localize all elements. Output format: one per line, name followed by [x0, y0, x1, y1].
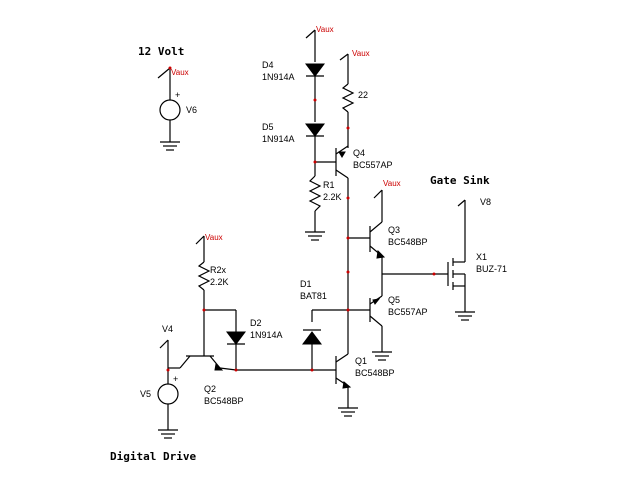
d5-value: 1N914A: [262, 134, 295, 144]
d5-ref: D5: [262, 122, 274, 132]
d4-value: 1N914A: [262, 72, 295, 82]
x1-ref: X1: [476, 252, 487, 262]
vaux-label-d4: Vaux: [316, 25, 334, 34]
d1-diode: [302, 309, 348, 370]
r22-branch: [339, 53, 355, 148]
q1-value: BC548BP: [355, 368, 395, 378]
q5-transistor: [348, 295, 392, 361]
d1-value: BAT81: [300, 291, 327, 301]
d4-ref: D4: [262, 60, 274, 70]
d1-ref: D1: [300, 279, 312, 289]
d2-ref: D2: [250, 318, 262, 328]
q2-value: BC548BP: [204, 396, 244, 406]
q3-value: BC548BP: [388, 237, 428, 247]
q5-value: BC557AP: [388, 307, 428, 317]
r1-ref: R1: [323, 180, 335, 190]
vaux-label-r2: Vaux: [205, 233, 223, 242]
q4-transistor: [315, 145, 349, 238]
vaux-label-q3: Vaux: [383, 179, 401, 188]
r2-ref: R2x: [210, 265, 227, 275]
r1-value: 2.2K: [323, 192, 342, 202]
r2-d2-q2-network: [168, 235, 246, 371]
supply-title: 12 Volt: [138, 45, 184, 58]
v5-plus-sign: +: [173, 374, 178, 384]
gate-sink-title: Gate Sink: [430, 174, 490, 187]
v8-label: V8: [480, 197, 491, 207]
vaux-label-r22: Vaux: [352, 49, 370, 58]
supply-v6: [157, 67, 181, 151]
q1-ref: Q1: [355, 356, 367, 366]
vaux-label-v6: Vaux: [171, 68, 189, 77]
q1-transistor: [236, 353, 358, 417]
v6-label: V6: [186, 105, 197, 115]
q3-ref: Q3: [388, 225, 400, 235]
q4-ref: Q4: [353, 148, 365, 158]
x1-value: BUZ-71: [476, 264, 507, 274]
v6-plus-sign: +: [175, 90, 180, 100]
x1-mosfet: [447, 199, 475, 321]
r22-value: 22: [358, 90, 368, 100]
v5-label: V5: [140, 389, 151, 399]
d2-value: 1N914A: [250, 330, 283, 340]
q4-value: BC557AP: [353, 160, 393, 170]
node-markers: [166, 66, 436, 372]
input-source-v5: [157, 339, 179, 439]
d4-d5-r1-branch: [305, 29, 325, 241]
digital-drive-title: Digital Drive: [110, 450, 196, 463]
v4-label: V4: [162, 324, 173, 334]
q5-ref: Q5: [388, 295, 400, 305]
q3-transistor: [348, 189, 386, 296]
q2-ref: Q2: [204, 384, 216, 394]
r2-value: 2.2K: [210, 277, 229, 287]
